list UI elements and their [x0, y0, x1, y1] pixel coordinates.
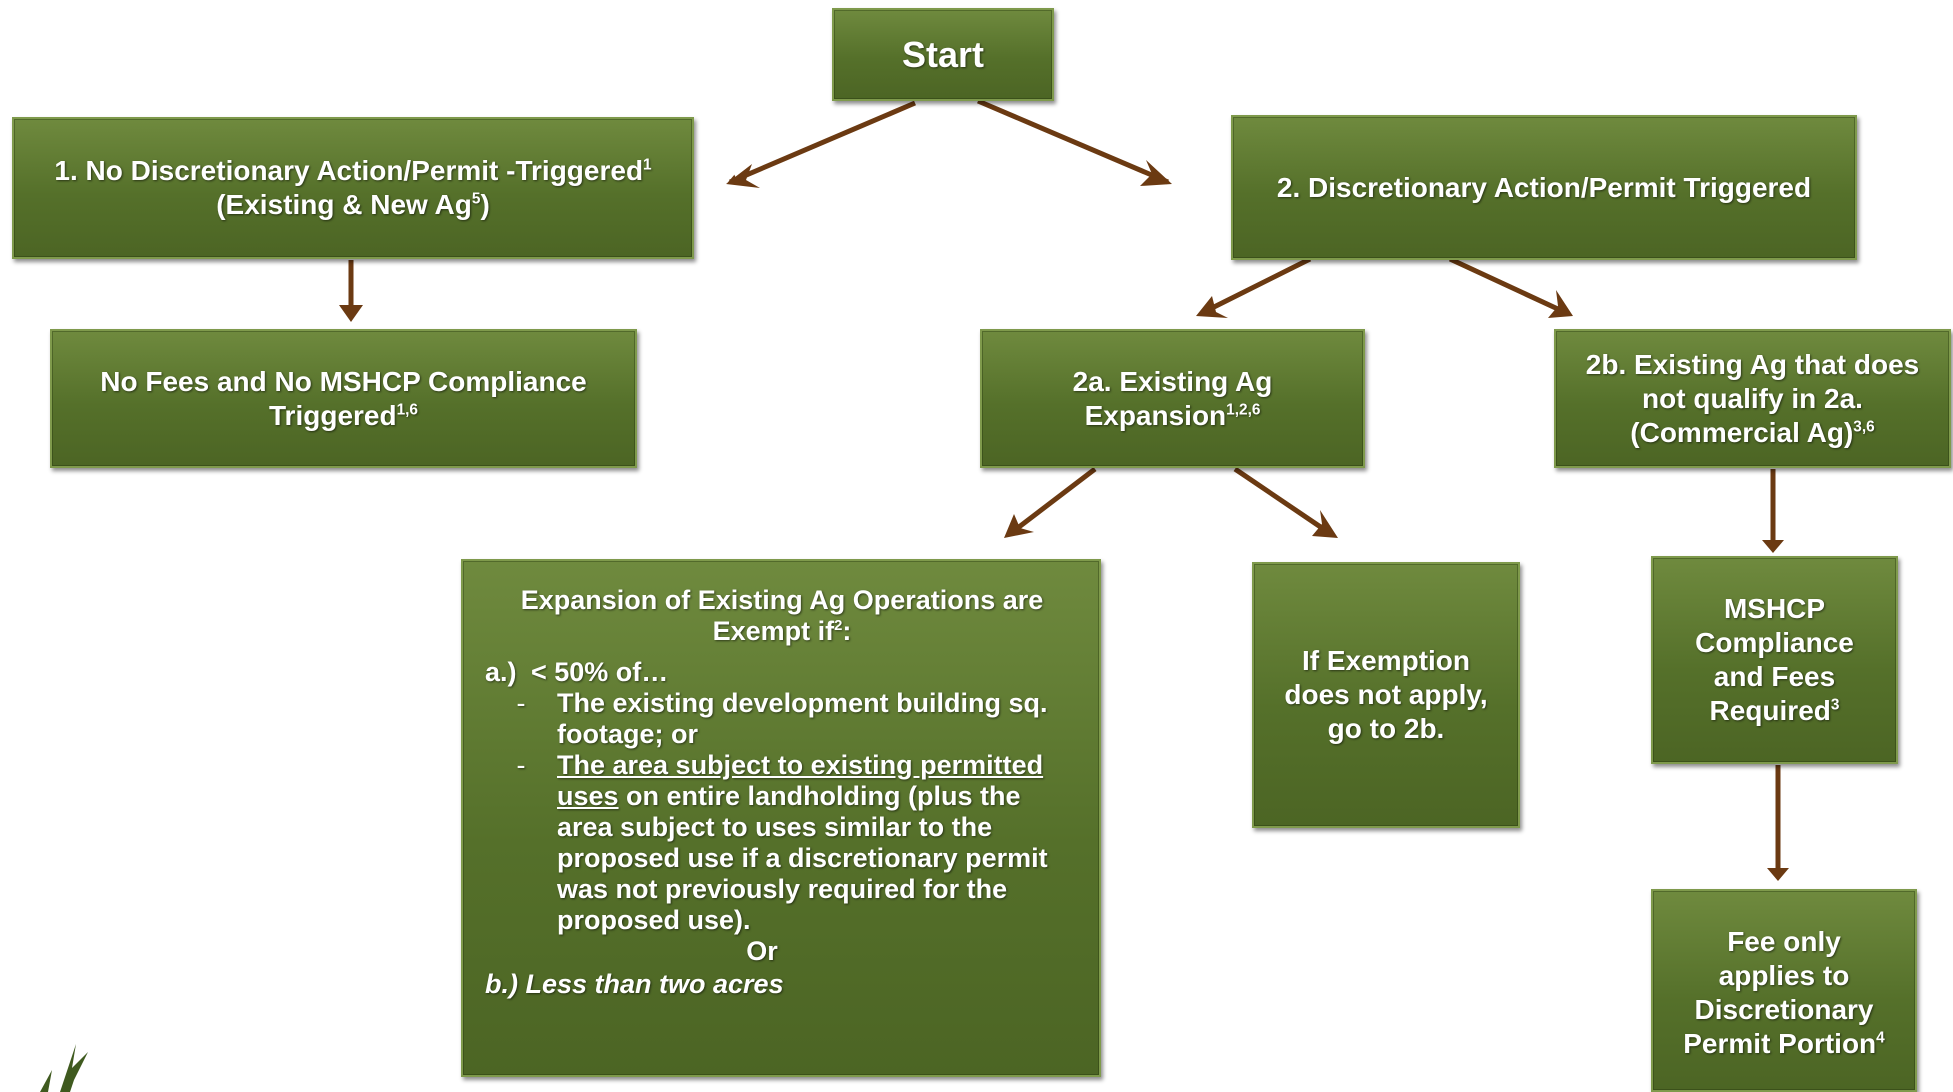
- exempt-criterion-a: a.)< 50% of…: [485, 657, 669, 687]
- box-2a-existing-ag-expansion: 2a. Existing Ag Expansion1,2,6: [980, 329, 1365, 468]
- box-discretionary-action: 2. Discretionary Action/Permit Triggered: [1231, 115, 1857, 260]
- start-label: Start: [901, 33, 985, 75]
- arrow-2a-to-exempt: [1013, 467, 1097, 532]
- box-mshcp-compliance: MSHCP Compliance and Fees Required3: [1651, 556, 1898, 764]
- box1-line1: 1. No Discretionary Action/Permit -Trigg…: [54, 155, 652, 186]
- box-2b-commercial-ag: 2b. Existing Ag that does not qualify in…: [1554, 329, 1951, 468]
- notapply-line2: does not apply,: [1284, 679, 1488, 710]
- box-exemption-criteria: Expansion of Existing Ag Operations are …: [461, 559, 1101, 1077]
- arrowhead-start-to-1: [726, 164, 760, 188]
- feeonly-line3: Discretionary: [1694, 994, 1874, 1025]
- notapply-line3: go to 2b.: [1327, 713, 1445, 744]
- exempt-item-1: - The existing development building sq. …: [516, 688, 1048, 749]
- box1-line2: (Existing & New Ag5): [216, 189, 490, 220]
- mshcp-line1: MSHCP: [1723, 593, 1826, 624]
- arrowhead-2-to-2b: [1548, 290, 1573, 318]
- arrowhead-2a-to-exempt: [1004, 514, 1034, 538]
- box2-label: 2. Discretionary Action/Permit Triggered: [1276, 171, 1812, 203]
- exempt-criterion-b: b.) Less than two acres: [485, 969, 784, 999]
- arrow-start-to-1: [727, 100, 916, 185]
- mshcp-line4: Required3: [1709, 695, 1840, 726]
- box2a-line2: Expansion1,2,6: [1084, 399, 1261, 431]
- box2b-line3: (Commercial Ag)3,6: [1630, 416, 1875, 448]
- start-box: Start: [832, 8, 1054, 101]
- arrow-2-to-2b: [1448, 256, 1562, 313]
- arrow-2a-to-notapply: [1233, 466, 1327, 533]
- arrowhead-2-to-2a: [1196, 296, 1228, 318]
- feeonly-line4: Permit Portion4: [1683, 1028, 1885, 1059]
- arrowhead-1-to-1a: [339, 305, 363, 322]
- notapply-line1: If Exemption: [1301, 645, 1470, 676]
- exempt-or: Or: [746, 936, 778, 966]
- arrowhead-2a-to-notapply: [1312, 510, 1338, 538]
- box-fee-only: Fee only applies to Discretionary Permit…: [1651, 889, 1917, 1092]
- box-no-fees: No Fees and No MSHCP Compliance Triggere…: [50, 329, 637, 468]
- arrowhead-start-to-2: [1140, 160, 1172, 186]
- box2b-line2: not qualify in 2a.: [1642, 382, 1863, 414]
- box2a-line1: 2a. Existing Ag: [1072, 365, 1273, 397]
- box2b-line1: 2b. Existing Ag that does: [1585, 348, 1920, 380]
- box1a-line2: Triggered1,6: [269, 399, 418, 431]
- feeonly-line2: applies to: [1718, 960, 1850, 991]
- arrowhead-2b-to-mshcp: [1762, 540, 1784, 553]
- arrowhead-mshcp-to-feeonly: [1767, 868, 1789, 881]
- mshcp-line3: and Fees: [1713, 661, 1836, 692]
- mshcp-line2: Compliance: [1695, 627, 1854, 658]
- arrow-start-to-2: [977, 98, 1169, 185]
- feeonly-line1: Fee only: [1727, 926, 1841, 957]
- box-no-discretionary-action: 1. No Discretionary Action/Permit -Trigg…: [12, 117, 694, 259]
- box1a-line1: No Fees and No MSHCP Compliance: [100, 365, 587, 397]
- plant-decoration-icon: [40, 1044, 88, 1092]
- exempt-heading: Expansion of Existing Ag Operations are …: [520, 585, 1044, 646]
- exempt-item-2: - The area subject to existing permitted…: [516, 750, 1048, 935]
- arrow-2-to-2a: [1206, 256, 1312, 313]
- box-exemption-not-apply: If Exemption does not apply, go to 2b.: [1252, 562, 1520, 828]
